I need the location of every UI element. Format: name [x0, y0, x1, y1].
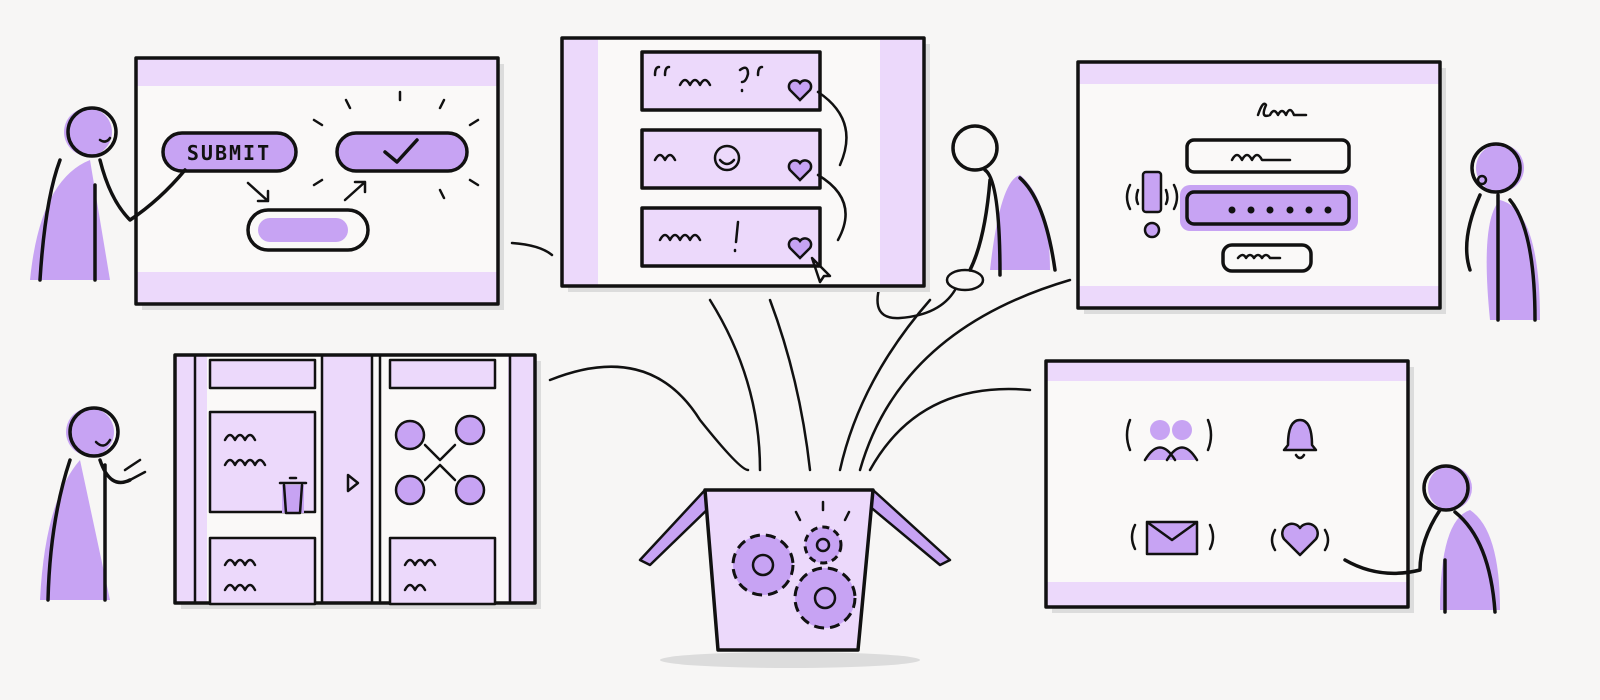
panel-login: [1076, 60, 1446, 314]
gear-icon: [793, 566, 857, 630]
play-arrow-icon: [346, 473, 360, 493]
person-clapping: [40, 406, 147, 602]
password-field: [1185, 190, 1351, 226]
submit-button: SUBMIT: [161, 131, 298, 173]
person-pointing: [30, 106, 187, 282]
open-box: [638, 488, 952, 668]
panel-notifications: [1044, 359, 1414, 613]
username-field: [1185, 138, 1351, 174]
mouse-icon: [945, 268, 985, 292]
panel-chat-reactions: [560, 36, 930, 292]
chat-message: [640, 206, 822, 268]
submit-label: SUBMIT: [187, 141, 271, 165]
checkmark-icon: [383, 138, 419, 164]
cursor-icon: [810, 256, 832, 284]
person-tapping: [1343, 464, 1500, 614]
heart-icon: [1270, 522, 1330, 557]
heart-icon: [787, 79, 813, 260]
connector-lines: [510, 241, 1072, 472]
chat-message: [640, 128, 822, 190]
bell-icon: [1282, 418, 1318, 460]
panel-delete: [173, 353, 541, 609]
mail-icon: [1130, 520, 1215, 556]
person-surprised: [1464, 142, 1540, 322]
login-title-scribble: [1256, 102, 1308, 118]
gear-icon: [803, 525, 843, 565]
smiley-icon: [713, 144, 741, 172]
poof-cloud-icon: [394, 414, 486, 506]
trash-icon: [278, 476, 308, 515]
login-button: [1221, 243, 1313, 273]
gear-icon: [731, 533, 795, 597]
panel-submit: SUBMIT: [134, 56, 504, 310]
people-icon: [1125, 418, 1213, 462]
person-with-mouse: [945, 124, 1057, 292]
warning-icon: [1125, 170, 1179, 239]
